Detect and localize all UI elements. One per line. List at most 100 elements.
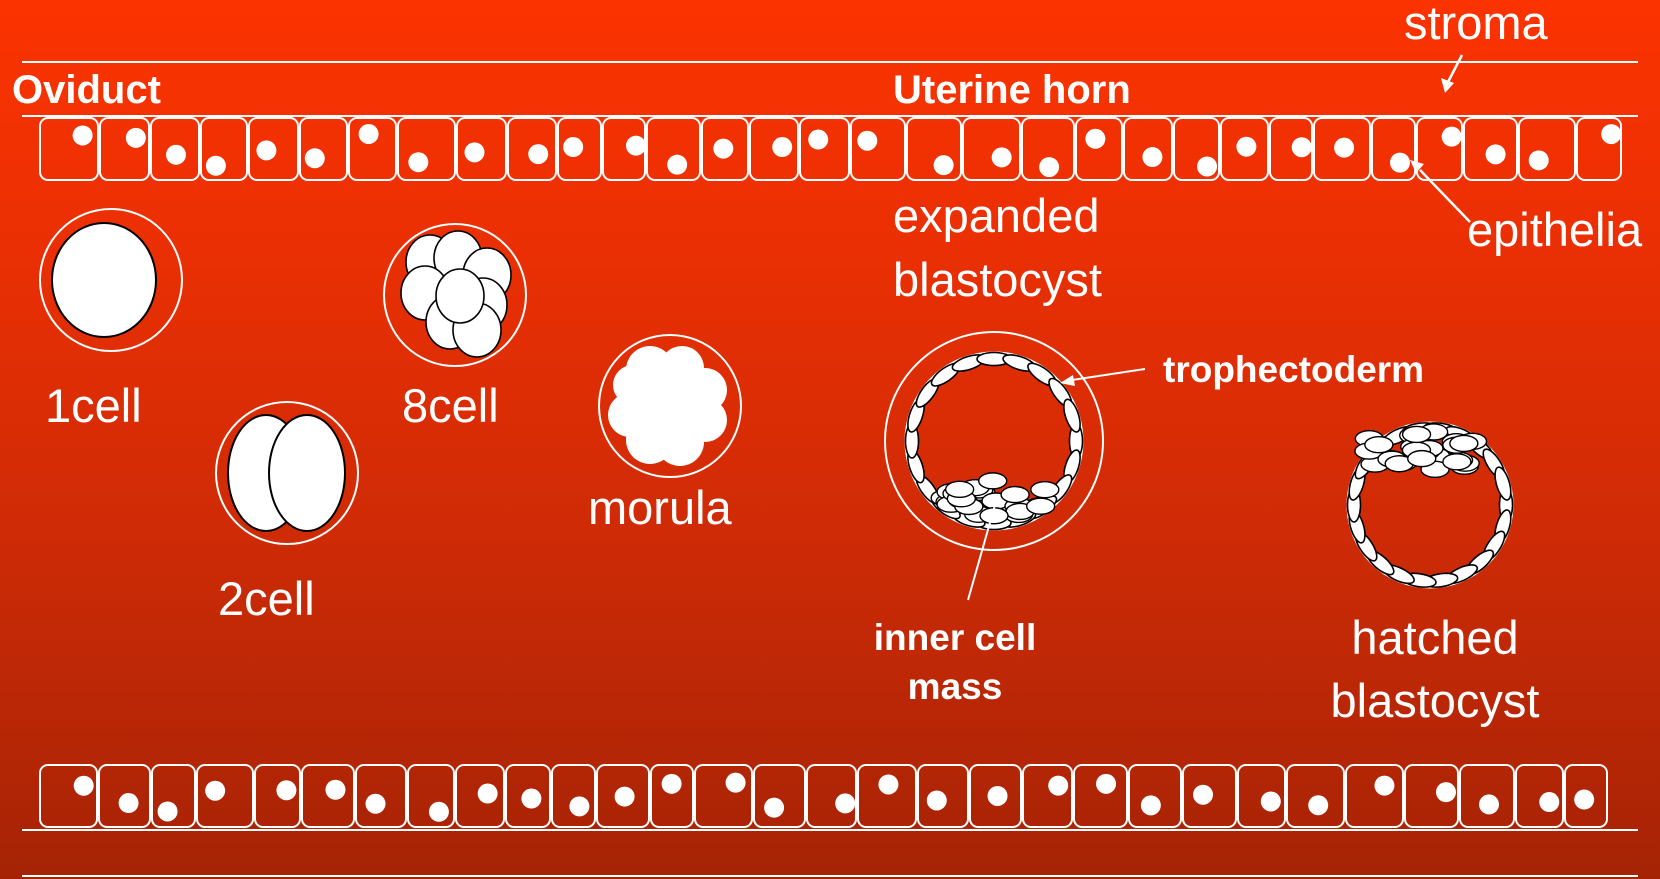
epithelial-cell [907,118,961,180]
epithelial-cell [695,765,752,827]
stroma-label: stroma [1404,0,1548,50]
epithelial-nucleus [1374,776,1394,796]
epithelial-nucleus [1390,153,1410,173]
eight-cell-label: 8cell [402,380,499,433]
epithelial-nucleus [626,136,646,156]
epithelial-nucleus [166,145,186,165]
epithelial-nucleus [325,780,345,800]
expanded-blastocyst-label-line1: expanded [893,190,1099,243]
epithelial-cell [851,118,905,180]
epithelial-cell [552,765,595,827]
epithelial-nucleus [73,125,93,145]
epithelial-nucleus [726,773,746,793]
epithelial-nucleus [158,801,178,821]
epithelia-label: epithelia [1467,204,1642,257]
epithelial-nucleus [808,130,828,150]
epithelial-cell [800,118,849,180]
epithelial-nucleus [764,798,784,818]
epithelial-nucleus [1574,790,1594,810]
eight-cell-embryo [384,224,526,366]
two-cell-label: 2cell [218,573,315,626]
epithelial-nucleus [1085,129,1105,149]
epithelial-cell [1346,765,1403,827]
epithelial-cell [300,118,347,180]
epithelial-nucleus [1308,795,1328,815]
epithelial-nucleus [1261,791,1281,811]
inner-cell-mass-label-line1: inner cell [860,617,1050,658]
epithelial-nucleus [1039,157,1059,177]
epithelial-nucleus [1436,782,1456,802]
epithelial-nucleus [1292,137,1312,157]
inner-cell-mass-label-line2: mass [860,666,1050,707]
epithelial-nucleus [74,776,94,796]
epithelial-nucleus [835,793,855,813]
epithelial-nucleus [408,152,428,172]
epithelial-nucleus [126,128,146,148]
epithelial-nucleus [464,142,484,162]
epithelial-nucleus [569,796,589,816]
top-epithelial-layer [40,118,1621,180]
epithelial-cell [754,765,805,827]
bottom-epithelial-layer [40,765,1607,827]
epithelial-nucleus [615,787,635,807]
uterine-horn-label: Uterine horn [893,68,1131,113]
epithelial-nucleus [713,139,733,159]
epithelial-nucleus [1197,156,1217,176]
epithelial-nucleus [528,144,548,164]
epithelial-nucleus [662,774,682,794]
epithelial-nucleus [206,156,226,176]
epithelial-cell [1372,118,1415,180]
morula-embryo [599,335,741,477]
hatched-blastocyst [1346,421,1514,589]
epithelial-nucleus [359,124,379,144]
epithelial-nucleus [1334,138,1354,158]
epithelial-nucleus [772,137,792,157]
epithelial-cell [197,765,253,827]
expanded-blastocyst-label-line2: blastocyst [893,254,1102,307]
epithelial-nucleus [1486,144,1506,164]
epithelial-nucleus [305,148,325,168]
epithelial-cell [1129,765,1181,827]
epithelial-nucleus [521,789,541,809]
one-cell-label: 1cell [45,380,142,433]
epithelial-nucleus [1142,147,1162,167]
hatched-blastocyst-label-line1: hatched [1300,612,1570,665]
epithelial-nucleus [857,131,877,151]
oviduct-label: Oviduct [12,68,161,113]
morula-label: morula [588,482,732,535]
epithelial-cell [963,118,1020,180]
epithelial-cell [398,118,455,180]
epithelial-cell [1074,765,1127,827]
epithelial-nucleus [988,786,1008,806]
epithelial-nucleus [1442,127,1462,147]
epithelial-nucleus [563,137,583,157]
epithelial-nucleus [1096,774,1116,794]
epithelial-nucleus [1141,795,1161,815]
hatched-blastocyst-label-line2: blastocyst [1300,675,1570,728]
epithelial-nucleus [878,774,898,794]
epithelial-nucleus [934,155,954,175]
epithelial-nucleus [667,155,687,175]
epithelial-nucleus [205,781,225,801]
epithelial-nucleus [1193,785,1213,805]
epithelial-nucleus [992,147,1012,167]
epithelia-arrow [1420,170,1470,222]
one-cell-embryo [40,209,182,351]
epithelial-cell [1076,118,1122,180]
epithelial-nucleus [429,802,449,822]
epithelial-nucleus [276,780,296,800]
epithelial-cell [100,118,149,180]
trophectoderm-label: trophectoderm [1163,349,1424,390]
epithelial-nucleus [1601,124,1621,144]
epithelial-nucleus [1236,137,1256,157]
epithelial-nucleus [478,784,498,804]
stroma-arrow [1448,55,1462,82]
epithelial-nucleus [927,790,947,810]
epithelial-nucleus [1048,776,1068,796]
epithelial-cell [1023,765,1072,827]
epithelial-cell [40,765,97,827]
epithelial-cell [858,765,916,827]
expanded-blastocyst [885,332,1103,550]
two-cell-embryo [216,402,358,544]
